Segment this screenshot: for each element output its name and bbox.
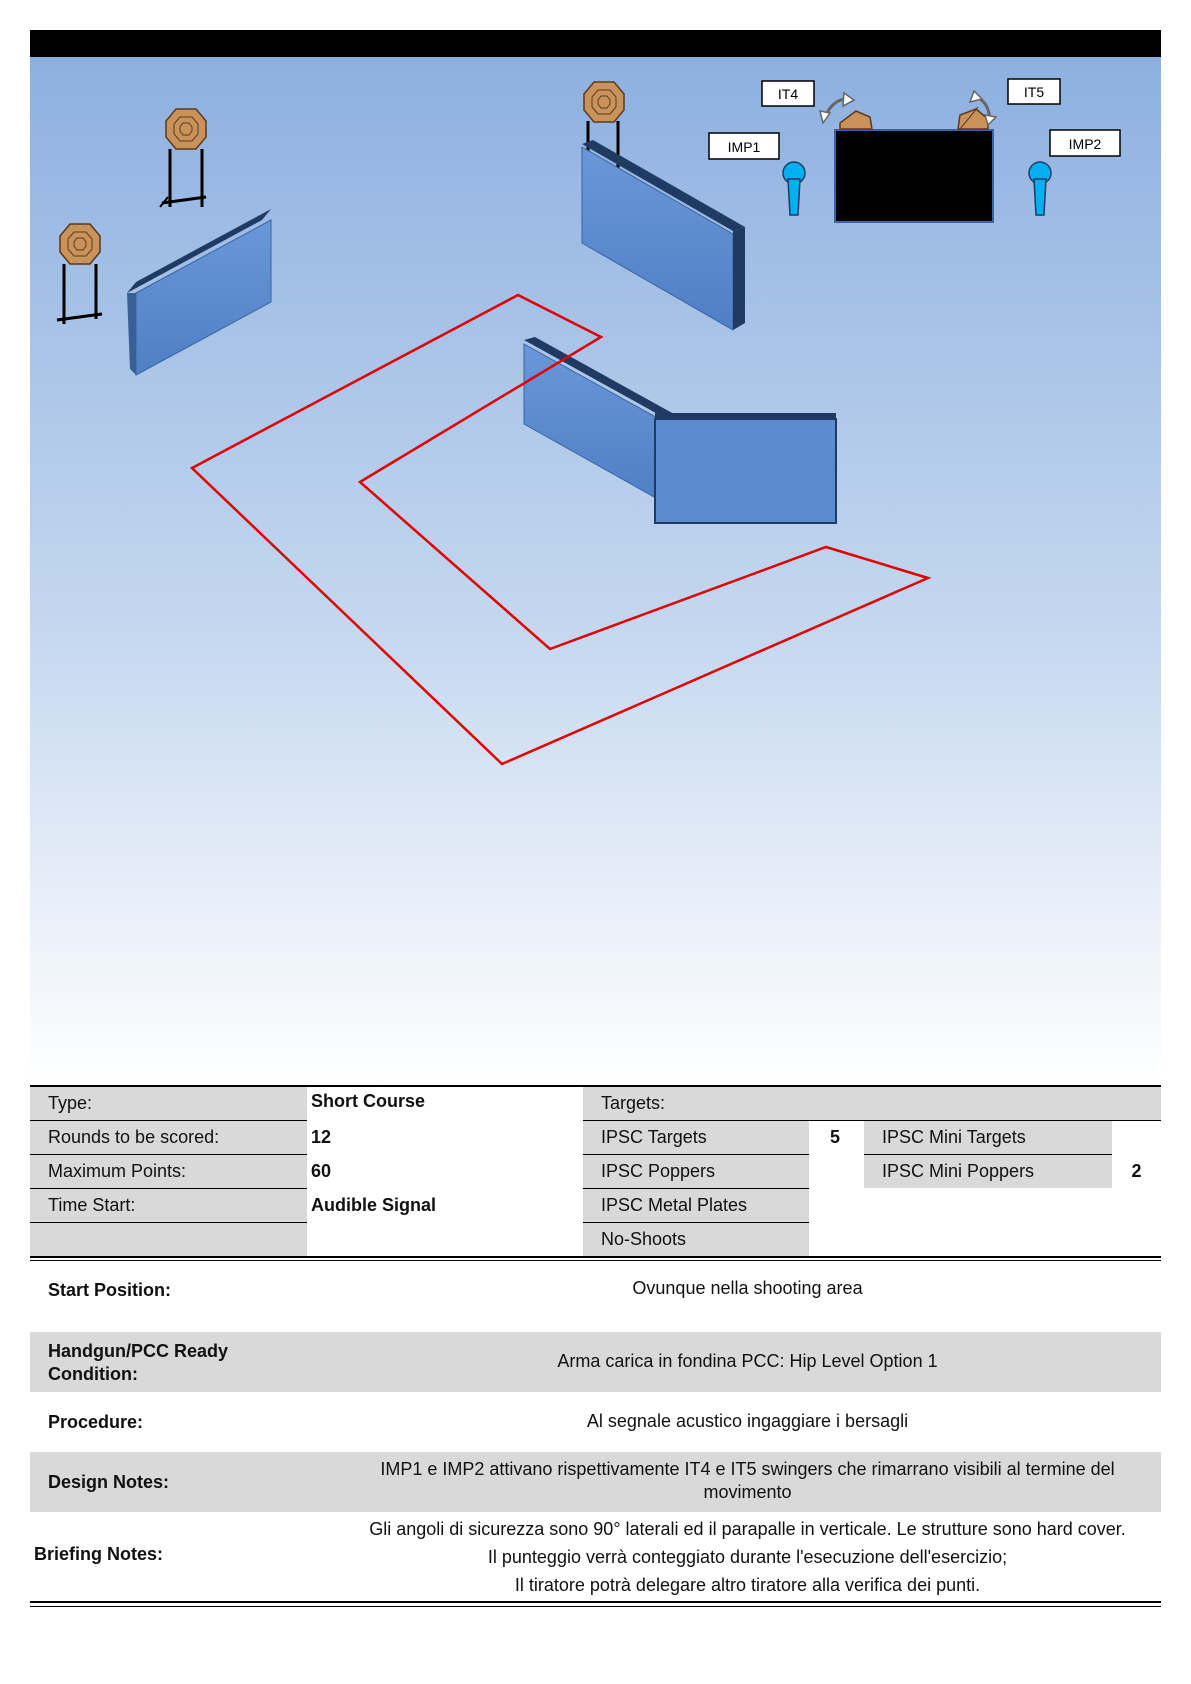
swing-arrow-it5: [968, 89, 998, 127]
ready-condition-value: Arma carica in fondina PCC: Hip Level Op…: [557, 1351, 938, 1371]
rounds-label-cell: Rounds to be scored:: [30, 1121, 307, 1154]
ipsc-mini-poppers-label: IPSC Mini Poppers: [864, 1155, 1112, 1188]
type-label-cell: Type:: [30, 1087, 307, 1120]
design-notes-value: IMP1 e IMP2 attivano rispettivamente IT4…: [330, 1458, 1165, 1504]
ipsc-mini-poppers-value: 2: [1131, 1161, 1142, 1181]
header-bar: [30, 30, 1161, 57]
procedure-label: Procedure:: [48, 1412, 144, 1432]
label-imp1: IMP1: [708, 132, 780, 160]
design-notes-row: Design Notes: IMP1 e IMP2 attivano rispe…: [30, 1452, 1161, 1512]
label-imp2: IMP2: [1049, 129, 1121, 157]
shooting-area-fault-line: [189, 293, 932, 766]
briefing-notes-line-3: Il tiratore potrà delegare altro tirator…: [514, 1575, 981, 1595]
svg-text:IMP1: IMP1: [728, 139, 761, 155]
popper-imp2: [1028, 161, 1052, 216]
ready-condition-label-line-1: Handgun/PCC Ready: [48, 1341, 229, 1361]
ready-condition-row: Handgun/PCC Ready Condition: Arma carica…: [30, 1332, 1161, 1392]
type-value: Short Course: [311, 1091, 426, 1111]
procedure-value: Al segnale acustico ingaggiare i bersagl…: [586, 1411, 909, 1431]
no-shoots-label: No-Shoots: [583, 1223, 809, 1256]
wall-center-front: [654, 413, 837, 524]
swinger-panel: [834, 106, 994, 223]
wall-center-angled: [523, 337, 674, 503]
briefing-notes-value: Gli angoli di sicurezza sono 90° lateral…: [330, 1515, 1165, 1599]
label-it4: IT4: [761, 80, 815, 107]
ipsc-poppers-label: IPSC Poppers: [583, 1155, 809, 1188]
start-position-value: Ovunque nella shooting area: [632, 1278, 863, 1298]
wall-left: [127, 209, 272, 376]
popper-imp1: [782, 161, 806, 216]
max-points-label-cell: Maximum Points:: [30, 1155, 307, 1188]
time-start-value: Audible Signal: [311, 1195, 437, 1215]
start-position-row: Start Position: Ovunque nella shooting a…: [30, 1262, 1161, 1322]
design-notes-line-1: IMP1 e IMP2 attivano rispettivamente IT4…: [380, 1459, 1115, 1479]
briefing-notes-label: Briefing Notes:: [34, 1544, 164, 1564]
target-stand-2: [56, 223, 103, 324]
time-start-label-cell: Time Start:: [30, 1189, 307, 1222]
ipsc-targets-value: 5: [829, 1127, 840, 1147]
svg-text:IT4: IT4: [778, 86, 798, 102]
wall-center-top: [581, 140, 745, 331]
start-position-label: Start Position:: [48, 1280, 172, 1300]
procedure-row: Procedure: Al segnale acustico ingaggiar…: [30, 1392, 1161, 1452]
ipsc-mini-targets-label: IPSC Mini Targets: [864, 1121, 1112, 1154]
ready-condition-label-line-2: Condition:: [48, 1364, 138, 1384]
max-points-value: 60: [311, 1161, 332, 1181]
svg-text:IT5: IT5: [1024, 84, 1044, 100]
briefing-notes-row: Briefing Notes: Gli angoli di sicurezza …: [30, 1512, 1161, 1600]
ipsc-metal-plates-label: IPSC Metal Plates: [583, 1189, 809, 1222]
ipsc-targets-label: IPSC Targets: [583, 1121, 809, 1154]
stage-diagram: IT4 IT5 IMP1 IMP2: [30, 57, 1161, 1085]
empty-label-cell: [30, 1223, 307, 1256]
ready-condition-label: Handgun/PCC Ready Condition:: [48, 1340, 228, 1386]
briefing-notes-line-1: Gli angoli di sicurezza sono 90° lateral…: [369, 1519, 1126, 1539]
svg-text:IMP2: IMP2: [1069, 136, 1102, 152]
label-it5: IT5: [1007, 78, 1061, 105]
stage-diagram-svg: IT4 IT5 IMP1 IMP2: [56, 78, 1121, 766]
design-notes-label: Design Notes:: [48, 1472, 170, 1492]
design-notes-line-2: movimento: [703, 1482, 792, 1502]
rounds-value: 12: [311, 1127, 332, 1147]
target-stand-1: [159, 108, 207, 208]
swing-arrow-it4: [818, 91, 856, 125]
briefing-notes-line-2: Il punteggio verrà conteggiato durante l…: [487, 1547, 1008, 1567]
targets-header: Targets:: [583, 1087, 1161, 1120]
